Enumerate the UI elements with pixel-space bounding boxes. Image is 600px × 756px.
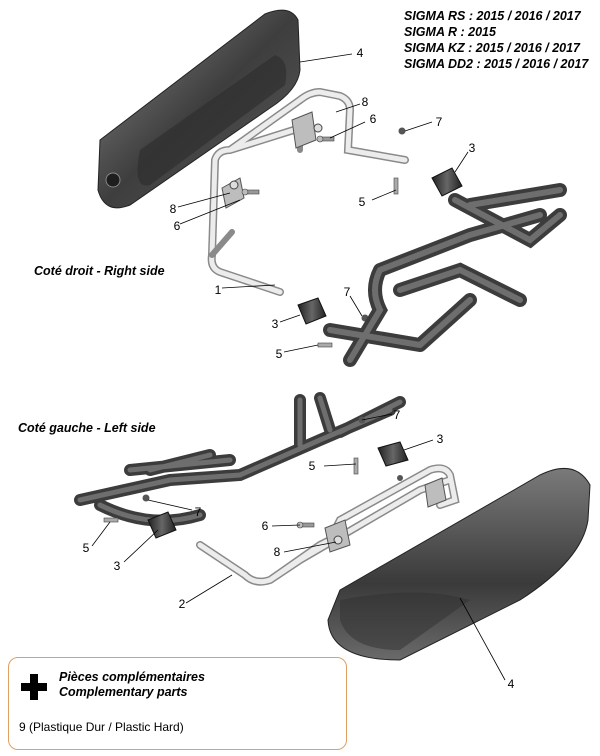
- callout-6-right-top: 6: [369, 112, 377, 126]
- callout-7-right-bottom: 7: [343, 285, 351, 299]
- model-line: SIGMA KZ : 2015 / 2016 / 2017: [404, 41, 581, 55]
- callout-5-right-top: 5: [358, 195, 366, 209]
- callout-3-right-bottom: 3: [271, 317, 279, 331]
- right-chassis-frame: [323, 183, 567, 367]
- left-screw-5b: [103, 517, 119, 523]
- left-end-cap-3b: [147, 511, 177, 539]
- callout-7-left-top: 7: [393, 408, 401, 422]
- right-side-label: Coté droit - Right side: [34, 264, 165, 278]
- left-side-label: Coté gauche - Left side: [18, 421, 156, 435]
- callout-4-right: 4: [356, 46, 364, 60]
- callout-7-left-bottom: 7: [194, 505, 202, 519]
- right-screw-5b: [317, 342, 333, 348]
- left-chassis-frame: [74, 392, 406, 527]
- right-bolt-6a: [241, 188, 260, 196]
- left-nut-7b: [142, 494, 150, 502]
- left-screw-5a: [353, 457, 359, 475]
- right-end-cap-3a: [431, 167, 463, 197]
- callout-5-right-bottom: 5: [275, 347, 283, 361]
- left-nut-extra: [397, 475, 403, 481]
- model-line: SIGMA RS : 2015 / 2016 / 2017: [404, 9, 581, 23]
- right-side-assembly: [97, 9, 567, 367]
- complementary-title-fr: Pièces complémentaires: [59, 670, 205, 684]
- model-line: SIGMA R : 2015: [404, 25, 496, 39]
- callout-8-right-top: 8: [361, 95, 369, 109]
- callout-6-left: 6: [261, 519, 269, 533]
- callout-2-left: 2: [178, 597, 186, 611]
- callout-3-right-top: 3: [468, 141, 476, 155]
- left-side-pod: [327, 467, 591, 661]
- callout-4-left: 4: [507, 677, 515, 691]
- complementary-title-en: Complementary parts: [59, 685, 188, 699]
- right-leader-lines: [177, 53, 469, 353]
- left-leader-lines: [91, 413, 506, 681]
- callout-7-right-top: 7: [435, 115, 443, 129]
- callout-8-left: 8: [273, 545, 281, 559]
- right-clamp-upper: [291, 111, 317, 149]
- callout-6-right-left: 6: [173, 219, 181, 233]
- complementary-item-9: 9 (Plastique Dur / Plastic Hard): [19, 720, 184, 734]
- right-screw-5a: [393, 177, 399, 195]
- right-nut-7a: [398, 127, 406, 135]
- right-end-cap-3b: [297, 297, 327, 325]
- right-side-pod: [97, 9, 301, 209]
- left-end-cap-3a: [377, 441, 409, 467]
- right-bolt-6b: [316, 135, 335, 143]
- model-line: SIGMA DD2 : 2015 / 2016 / 2017: [404, 57, 589, 71]
- plus-icon: [21, 674, 47, 700]
- model-list: SIGMA RS : 2015 / 2016 / 2017 SIGMA R : …: [404, 8, 594, 72]
- right-washer-8b: [313, 123, 323, 133]
- callout-5-left-top: 5: [308, 459, 316, 473]
- complementary-parts-box: Pièces complémentaires Complementary par…: [8, 657, 347, 750]
- callout-3-left-top: 3: [436, 432, 444, 446]
- left-side-assembly: [74, 392, 591, 681]
- callout-3-left-bottom: 3: [113, 559, 121, 573]
- left-clamp-rear: [424, 477, 447, 508]
- callout-1-right: 1: [214, 283, 222, 297]
- callout-5-left-bottom: 5: [82, 541, 90, 555]
- left-washer-8: [333, 535, 343, 545]
- right-washer-8a: [229, 180, 239, 190]
- callout-8-right-left: 8: [169, 202, 177, 216]
